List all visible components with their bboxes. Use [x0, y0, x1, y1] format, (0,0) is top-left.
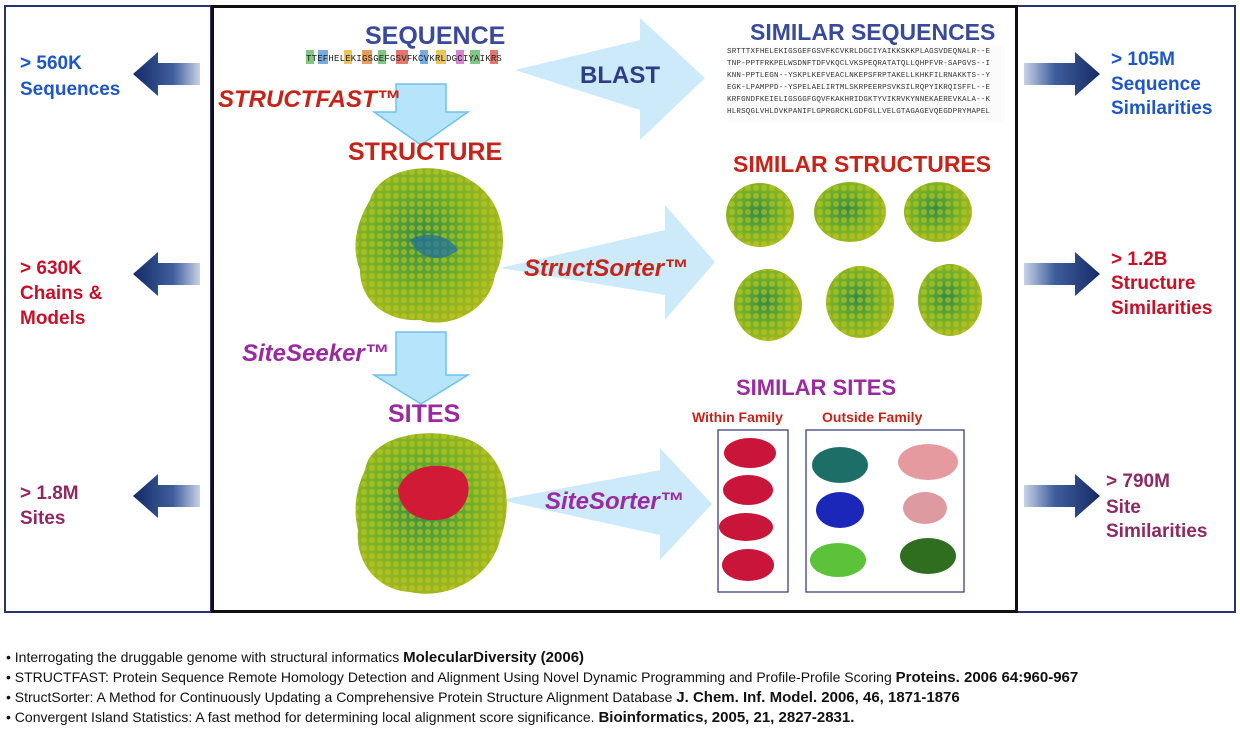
- down-arrow-icon: [371, 331, 471, 405]
- right-stat-label: Sequence: [1111, 74, 1201, 95]
- citation-text: • Convergent Island Statistics: A fast m…: [6, 709, 599, 725]
- structsorter-flow-arrow: [500, 205, 715, 320]
- site-surface-item: [719, 513, 773, 541]
- citation-text: • Interrogating the druggable genome wit…: [6, 649, 404, 665]
- left-stat-value: > 630K: [20, 258, 82, 279]
- center-flow-graphics: [306, 18, 982, 594]
- citation: • Interrogating the druggable genome wit…: [6, 647, 584, 668]
- sites-protein-image: [355, 433, 507, 594]
- down-arrow-icon: [371, 83, 471, 146]
- site-surface-item: [812, 447, 868, 483]
- alignment-row: HLRSQGLVHLDVKPANIFLGPRGRCKLGDFGLLVELGTAG…: [727, 108, 991, 116]
- arrow-left-icon: [133, 474, 200, 518]
- siteseeker-label: SiteSeeker™: [242, 340, 389, 367]
- sequence-color-blocks: [306, 50, 498, 64]
- blast-label: BLAST: [580, 62, 660, 89]
- within-family-label: Within Family: [692, 409, 783, 425]
- right-stat-value: > 1.2B: [1111, 249, 1168, 270]
- sequence-string: TTEFHELEKIGSGEFGSVFKCVKRLDGCIYAIKRS: [306, 54, 503, 64]
- site-surface-item: [903, 492, 947, 524]
- left-stat-label: Models: [20, 308, 86, 329]
- right-stats-panel: [1016, 5, 1236, 613]
- alignment-row: TNP-PPTFRKPELWSDNFTDFVKQCLVKSPEQRATATQLL…: [727, 60, 991, 68]
- left-stat-value: > 1.8M: [20, 483, 79, 504]
- citation-ref: MolecularDiversity (2006): [403, 649, 585, 666]
- similar-sequences-alignment: SRTTTXFHELEKIGSGEFGSVFKCVKRLDGCIYAIKKSKK…: [727, 46, 1005, 122]
- similar-structure-item: [918, 264, 982, 336]
- arrow-right-icon: [1024, 252, 1100, 296]
- citation-text: • STRUCTFAST: Protein Sequence Remote Ho…: [6, 669, 896, 685]
- structfast-label: STRUCTFAST™: [218, 86, 401, 113]
- site-surface-item: [900, 538, 956, 574]
- site-surface-item: [816, 492, 864, 528]
- outside-family-label: Outside Family: [822, 409, 923, 425]
- within-family-sites: [719, 438, 776, 581]
- outside-family-sites: [810, 444, 958, 577]
- arrow-left-icon: [133, 252, 200, 296]
- side-arrows-layer: [133, 52, 1100, 518]
- left-stat-label: Sequences: [20, 79, 121, 100]
- right-stat-value: > 105M: [1111, 49, 1175, 70]
- right-stat-label: Similarities: [1111, 298, 1213, 319]
- left-stat-label: Sites: [20, 508, 66, 529]
- structure-title: STRUCTURE: [348, 138, 503, 166]
- similar-structure-item: [826, 266, 894, 338]
- arrow-left-icon: [133, 52, 200, 96]
- similar-structures-grid: [726, 182, 982, 341]
- similar-structure-item: [726, 183, 794, 247]
- sequence-title: SEQUENCE: [365, 22, 506, 50]
- structure-protein-image: [355, 168, 503, 323]
- right-stat-value: > 790M: [1106, 471, 1170, 492]
- alignment-row: KRFGNDFKEIELIGSGGFGQVFKAKHRIDGKTYVIKRVKY…: [727, 96, 991, 104]
- citation: • Convergent Island Statistics: A fast m…: [6, 707, 854, 728]
- right-stat-label: Similarities: [1111, 98, 1213, 119]
- similar-sequences-title: SIMILAR SEQUENCES: [750, 19, 996, 45]
- sitesorter-label: SiteSorter™: [545, 488, 684, 515]
- citation: • StructSorter: A Method for Continuousl…: [6, 687, 960, 708]
- left-stat-value: > 560K: [20, 53, 82, 74]
- left-stats-panel: [4, 5, 212, 613]
- arrow-right-icon: [1024, 52, 1100, 96]
- citation-ref: Bioinformatics, 2005, 21, 2827-2831.: [598, 709, 855, 726]
- blast-flow-arrow: [515, 18, 705, 140]
- left-stat-label: Chains &: [20, 283, 103, 304]
- right-stat-label: Similarities: [1106, 521, 1208, 542]
- alignment-row: SRTTTXFHELEKIGSGEFGSVFKCVKRLDGCIYAIKKSKK…: [727, 48, 991, 56]
- arrow-right-icon: [1024, 474, 1100, 518]
- site-surface-item: [722, 549, 774, 581]
- citation-text: • StructSorter: A Method for Continuousl…: [6, 689, 677, 705]
- similar-structure-item: [814, 182, 886, 242]
- similar-structure-item: [904, 182, 972, 242]
- similar-sites-title: SIMILAR SITES: [736, 375, 897, 400]
- alignment-row: KNN-PPTLEGN--YSKPLKEFVEACLNKEPSFRPTAKELL…: [727, 72, 991, 80]
- right-stat-label: Site: [1106, 497, 1141, 518]
- site-surface-item: [898, 444, 958, 480]
- sitesorter-flow-arrow: [500, 448, 712, 560]
- citation-ref: J. Chem. Inf. Model. 2006, 46, 1871-1876: [676, 689, 960, 706]
- structsorter-label: StructSorter™: [524, 255, 689, 282]
- citation-ref: Proteins. 2006 64:960-967: [895, 669, 1079, 686]
- site-surface-item: [723, 475, 773, 505]
- alignment-row: EGK-LPAMPPD--YSPELAELIRTMLSKRPEERPSVKSIL…: [727, 84, 991, 92]
- similar-structure-item: [734, 269, 802, 341]
- sites-title: SITES: [388, 400, 461, 428]
- similar-structures-title: SIMILAR STRUCTURES: [733, 151, 992, 177]
- right-stat-label: Structure: [1111, 273, 1196, 294]
- site-surface-item: [724, 438, 776, 468]
- citation: • STRUCTFAST: Protein Sequence Remote Ho…: [6, 667, 1078, 688]
- site-surface-item: [810, 543, 866, 577]
